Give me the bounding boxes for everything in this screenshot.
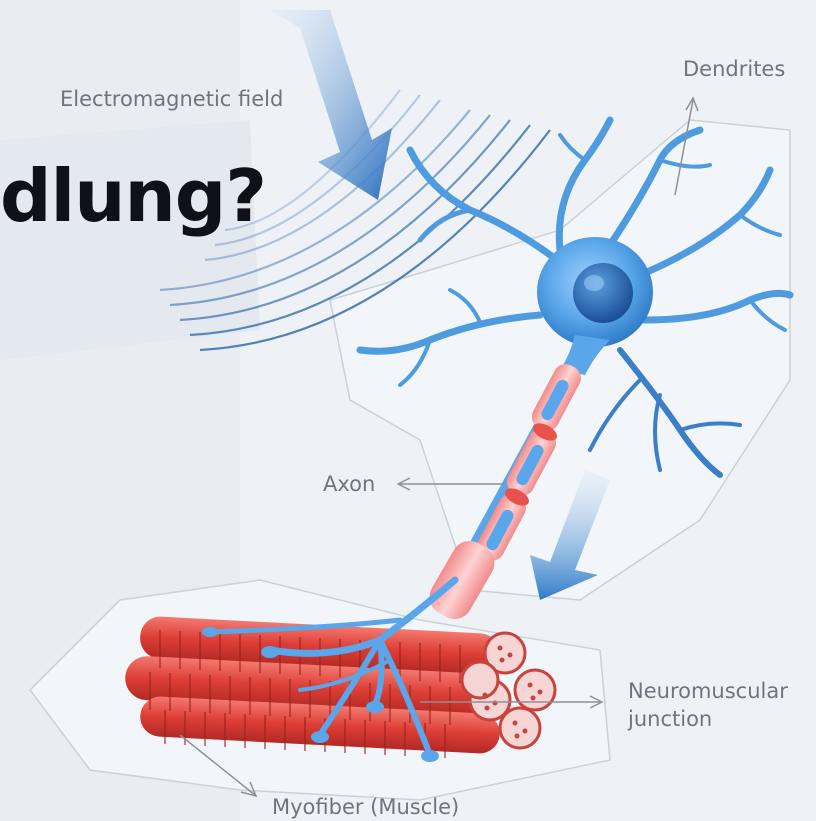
myofiber-bundle xyxy=(124,616,555,758)
junction-label-line2: junction xyxy=(628,707,712,731)
axon-label: Axon xyxy=(323,472,375,496)
junction-label-line1: Neuromuscular xyxy=(628,679,788,703)
myofiber-label: Myofiber (Muscle) xyxy=(272,795,459,819)
field-arrow-icon xyxy=(270,10,392,200)
dendrites-label: Dendrites xyxy=(683,57,785,81)
field-label: Electromagnetic field xyxy=(60,87,283,111)
neuron-nucleus xyxy=(573,263,633,323)
